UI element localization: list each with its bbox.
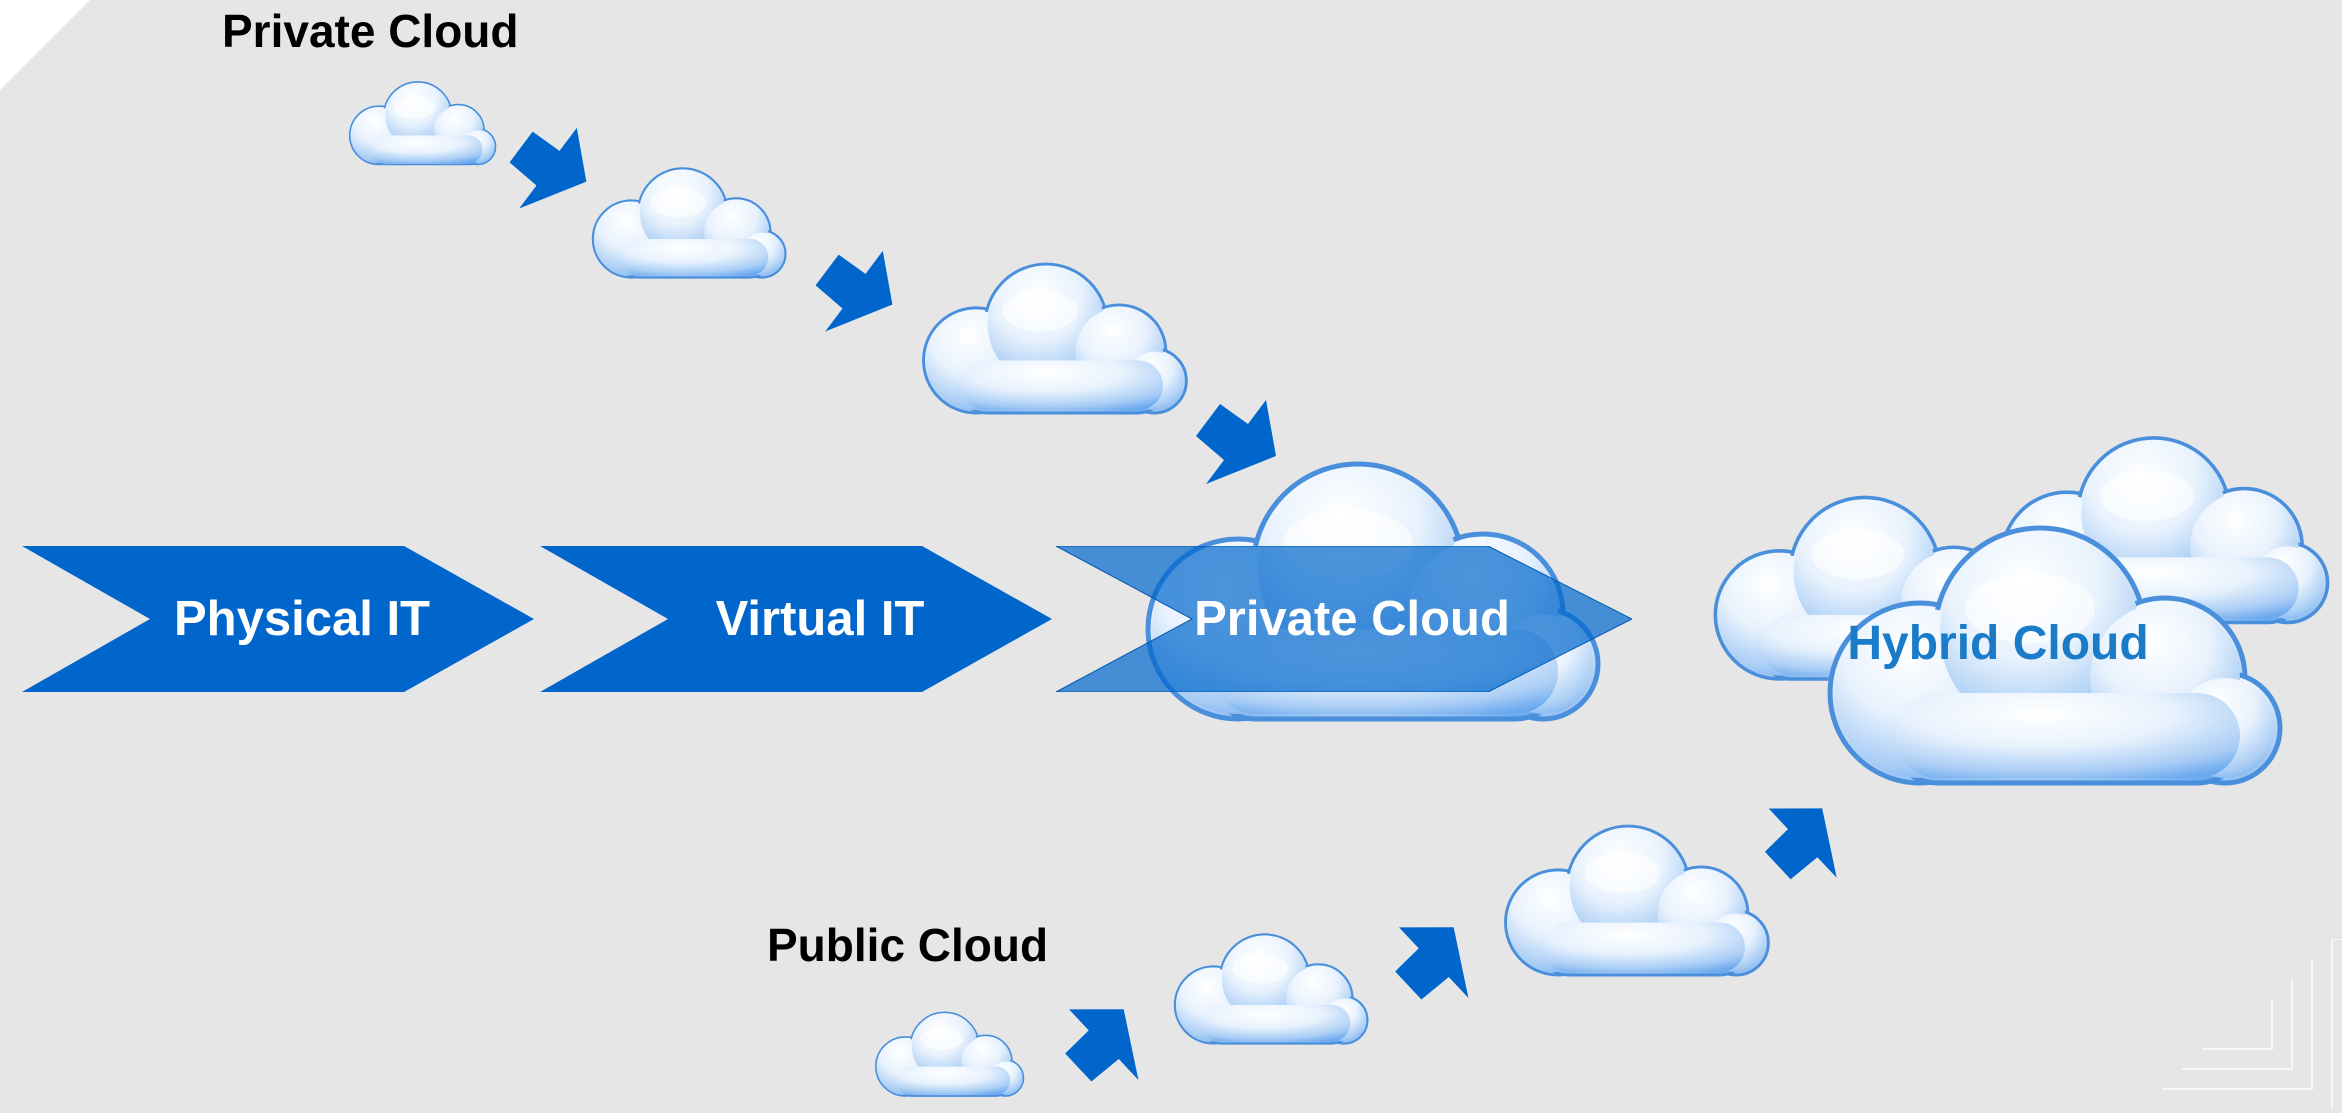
cloud-icon: [580, 158, 794, 290]
private-cloud-heading: Private Cloud: [222, 5, 519, 57]
cloud-icon: [1162, 924, 1376, 1056]
cloud-icon: [1488, 812, 1780, 992]
arrow-up-right-icon: [1380, 910, 1476, 1026]
stage-private-cloud: Private Cloud: [1056, 546, 1632, 692]
cloud-icon: [906, 250, 1198, 430]
cloud-icon: [866, 1004, 1030, 1106]
corner-lines-decoration: [2162, 939, 2342, 1109]
cloud-icon: [340, 74, 502, 174]
corner-fold-decoration: [0, 0, 90, 90]
arrow-down-right-icon: [806, 242, 902, 348]
chevron-shape: [22, 546, 534, 692]
chevron-shape: [1056, 546, 1632, 692]
stage-label: Virtual IT: [715, 591, 925, 646]
stage-label: Physical IT: [173, 591, 430, 646]
stage-physical-it: Physical IT: [22, 546, 534, 692]
stage-label: Private Cloud: [1194, 591, 1510, 646]
stage-virtual-it: Virtual IT: [540, 546, 1052, 692]
public-cloud-heading: Public Cloud: [767, 919, 1049, 971]
hybrid-cloud-label: Hybrid Cloud: [1847, 617, 2149, 670]
arrow-up-right-icon: [1050, 992, 1146, 1108]
chevron-shape: [540, 546, 1052, 692]
